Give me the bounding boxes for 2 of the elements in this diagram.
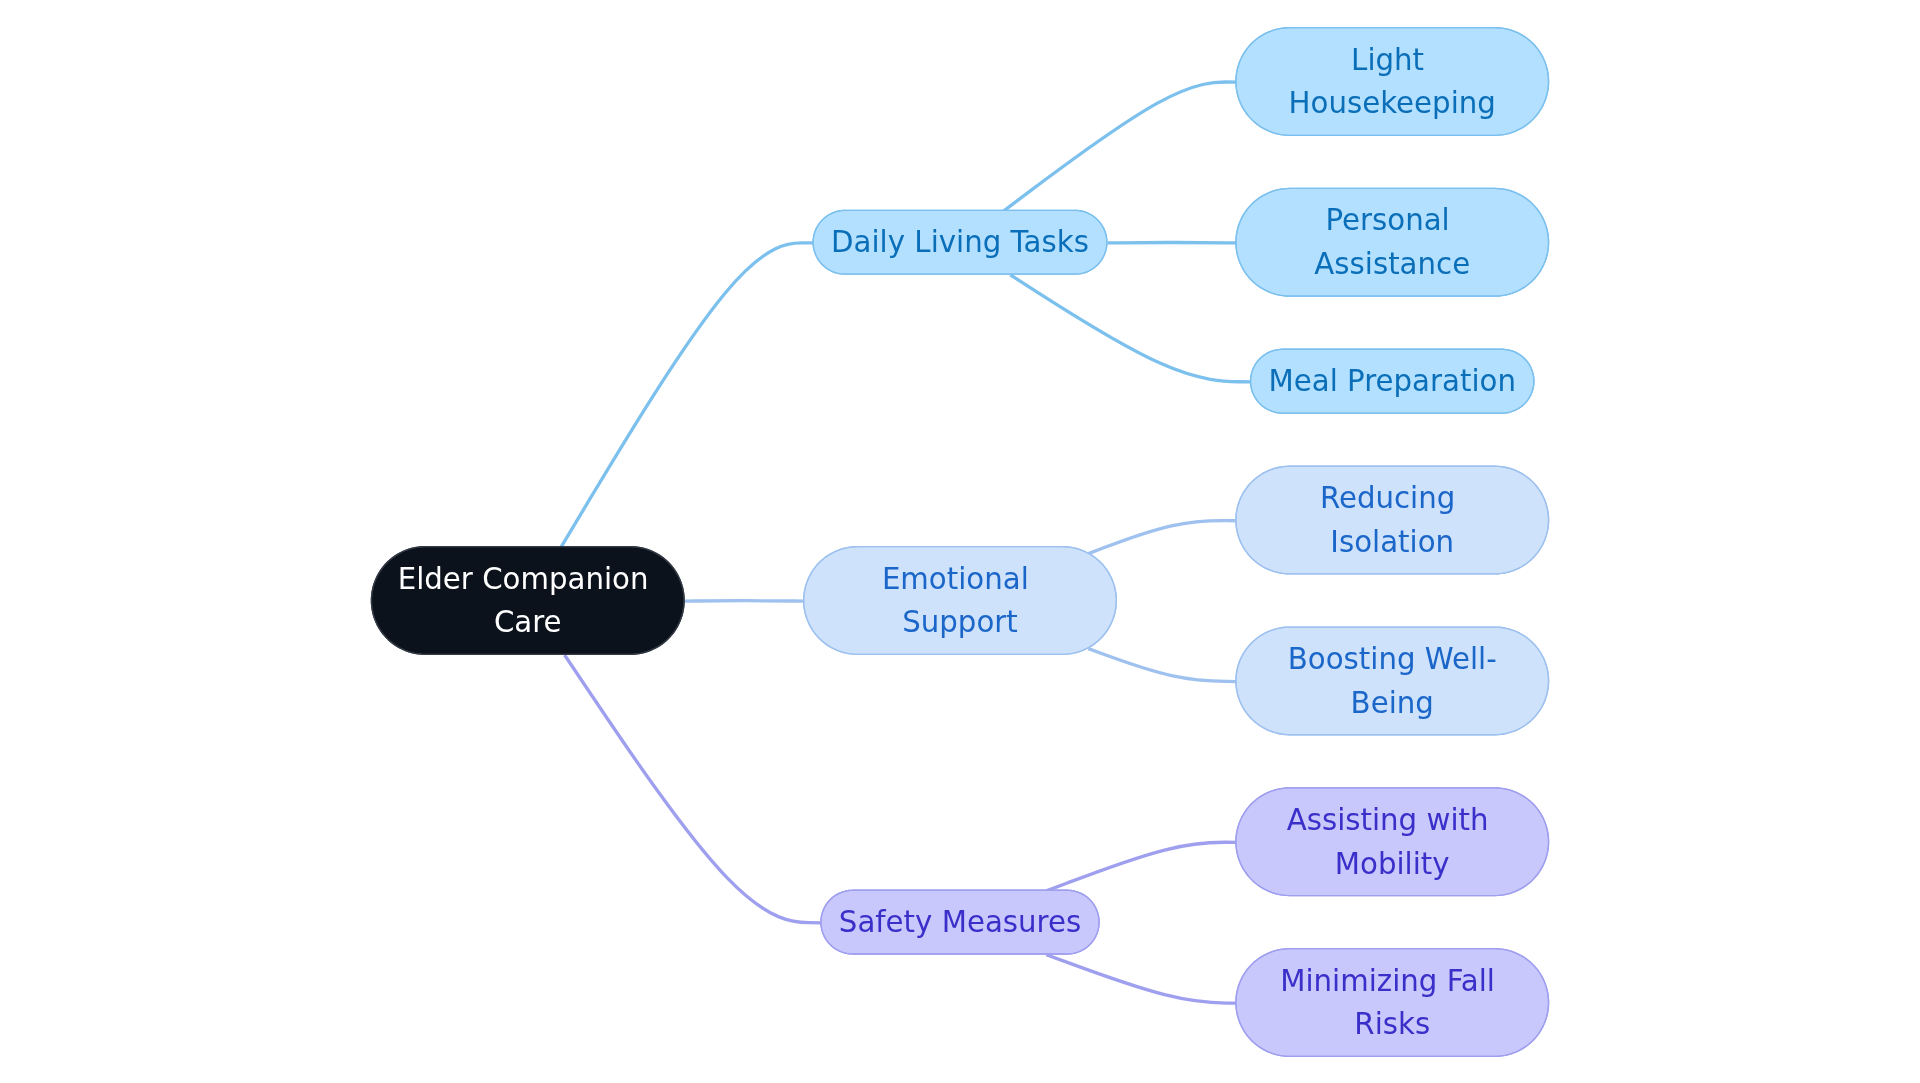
connector [563, 653, 822, 924]
connector [559, 240, 814, 548]
